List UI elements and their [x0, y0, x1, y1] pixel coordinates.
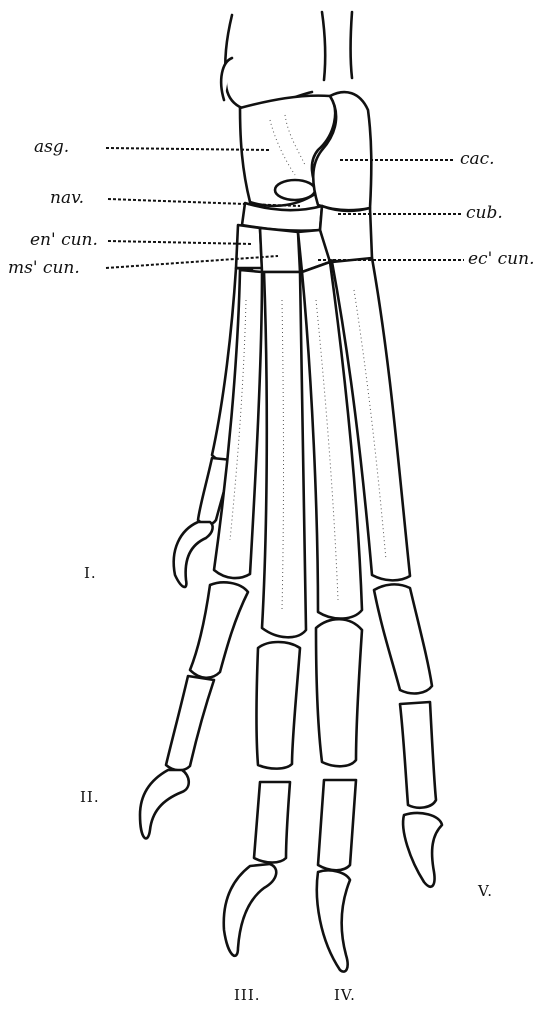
digit-label-3: III.	[234, 988, 261, 1003]
label-astragalus: asg.	[34, 139, 69, 156]
label-ectocuneiform: ec' cun.	[468, 251, 534, 268]
leader-entocuneiform	[108, 241, 252, 244]
digit-5-claw	[403, 813, 442, 887]
digit-label-5: V.	[478, 884, 493, 899]
digit-2-phalanx-2	[166, 676, 214, 770]
digit-5-phalanx-2	[400, 702, 436, 808]
digit-4-claw	[317, 870, 350, 971]
digit-label-4: IV.	[334, 988, 356, 1003]
metatarsal-3	[262, 272, 306, 637]
digit-3-phalanx-1	[257, 642, 301, 769]
digit-1-claw	[174, 522, 213, 587]
label-cuboid: cub.	[466, 205, 503, 222]
label-navicular: nav.	[50, 190, 84, 207]
digit-label-1: I.	[84, 566, 97, 581]
entocuneiform-bone	[236, 225, 262, 268]
digit-4-phalanx-1	[316, 619, 362, 766]
digit-3-phalanx-2	[254, 782, 290, 863]
digit-2-phalanx-1	[190, 582, 248, 677]
label-mesocuneiform: ms' cun.	[8, 260, 80, 277]
astragalus-head	[275, 180, 315, 200]
label-calcaneum: cac.	[460, 151, 495, 168]
digit-2-claw	[140, 770, 189, 838]
fibula-stump	[322, 12, 352, 80]
digit-5-phalanx-1	[374, 584, 432, 693]
mesocuneiform-bone	[260, 228, 300, 272]
digit-label-2: II.	[80, 790, 100, 805]
digit-3-claw	[224, 864, 277, 956]
digit-4-phalanx-2	[318, 780, 356, 870]
label-entocuneiform: en' cun.	[30, 232, 98, 249]
